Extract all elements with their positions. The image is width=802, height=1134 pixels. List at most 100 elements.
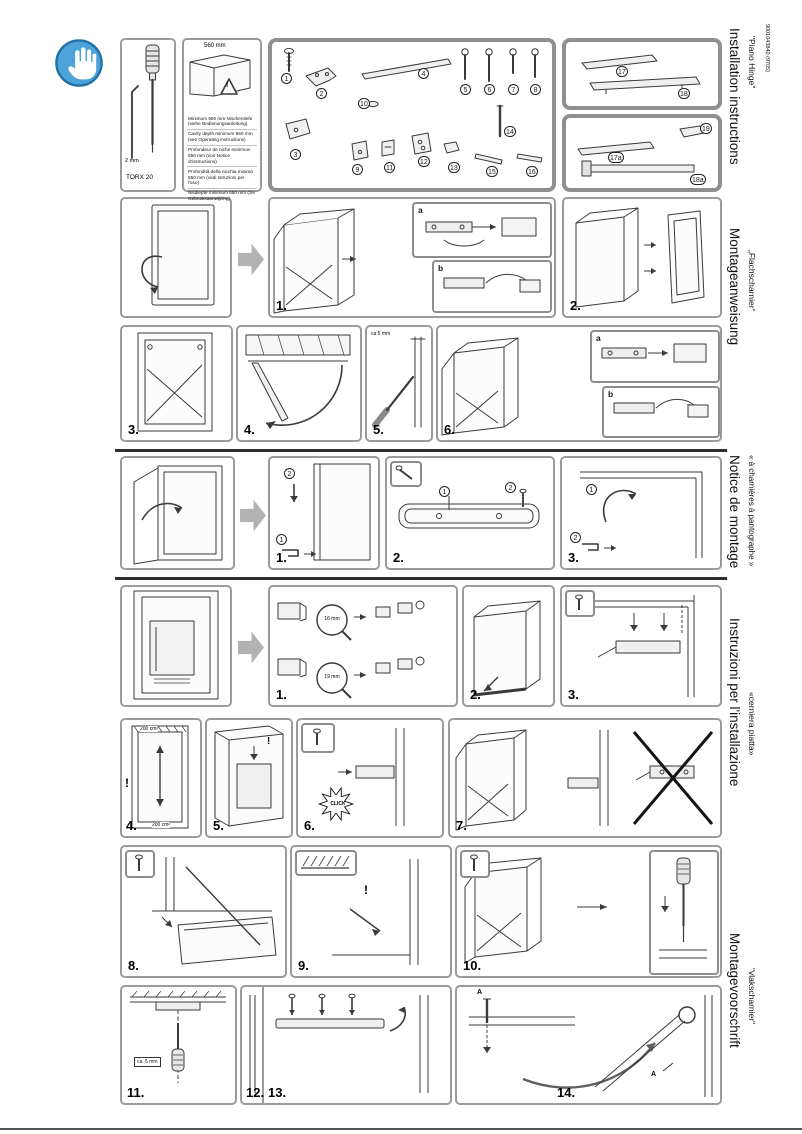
protective-gloves-badge (54, 38, 104, 88)
step-label: 2. (570, 298, 581, 313)
note-fr: Profondeur de niche minimum 550 mm (voir… (187, 144, 257, 167)
top-gap-drawing (130, 990, 226, 1083)
fridge-rail-drawing (473, 600, 541, 697)
part-number: 17a (608, 152, 624, 163)
hinge-screw-length-drawing (277, 600, 425, 699)
slide-in-drawing (214, 725, 284, 827)
inset-label-a: a (418, 205, 423, 215)
lang-title-en: Installation instructions (727, 28, 742, 165)
step-panel-1a: a b 1. (268, 197, 556, 318)
fridge-door-removed-drawing (575, 207, 705, 308)
step-label: 1. (276, 687, 287, 702)
parts-panel-3: 17a 19 18a (562, 114, 722, 192)
marker-number: 1 (439, 486, 450, 497)
document-code: 9001043840 (9705) (764, 24, 770, 73)
parts-drawing (284, 48, 543, 165)
part-number: 2 (316, 88, 327, 99)
screw-icon (575, 594, 583, 610)
screw-callout-inset (301, 723, 335, 753)
screw-icon (470, 854, 478, 871)
step-label: 3. (568, 550, 579, 565)
ventilation-drawing (131, 725, 189, 829)
step-panel-fr-2: 1 2 2. (385, 456, 555, 570)
step-label: 5. (213, 818, 224, 833)
lang-title-fr: Notice de montage (727, 455, 742, 569)
part-number: 1 (281, 73, 292, 84)
gap-dimension-label: ca 5 mm (371, 331, 391, 337)
trim-parts-drawing-2 (577, 125, 705, 177)
step-label: 10. (463, 958, 482, 973)
door-open-demo-panel (120, 456, 235, 570)
step-label: 11. (127, 1085, 145, 1100)
part-number: 8 (530, 84, 541, 95)
note-nl: Nisdiepte minimum 550 mm (zie Gebruiksaa… (187, 187, 257, 204)
bottom-hinge-drawing (152, 857, 277, 965)
step-label: 6. (444, 422, 455, 437)
step-label: 2. (393, 550, 404, 565)
step-label: 3. (128, 422, 139, 437)
glove-icon (55, 39, 103, 87)
step-panel-3: 3. (120, 325, 233, 442)
door-alignment-drawing (332, 859, 419, 965)
lang-subtitle-fr: « à charnières à pantographe » (747, 455, 756, 567)
part-number: 13 (448, 162, 460, 173)
point-label-A: A (477, 989, 483, 996)
part-number: 6 (484, 84, 495, 95)
step-panel-fr-1: 2 1 1. (268, 456, 380, 570)
hinge-detail-b2-drawing (613, 398, 709, 418)
screw-callout-inset (125, 850, 155, 878)
part-number: 3 (290, 149, 301, 160)
door-topview-drawing (398, 488, 540, 529)
lang-subtitle-it: «cerniera piatta» (747, 692, 757, 756)
note-it: Profondità della nicchia minima 550 mm (… (187, 166, 257, 188)
fridge-hinge-drawing (273, 208, 356, 314)
part-number: 14 (504, 126, 516, 137)
inset-label-b: b (438, 263, 444, 273)
part-number: 16 (526, 166, 538, 177)
panel-divider (262, 987, 264, 1103)
click-label: CLICK (330, 801, 346, 807)
step-panel-it-10: 10. (455, 845, 722, 978)
part-number: 7 (508, 84, 519, 95)
step-panel-5: ca 5 mm 5. (365, 325, 433, 442)
step-panel-it-3: 3. (560, 585, 722, 707)
step-label: 8. (128, 958, 139, 973)
warning-icon: ! (226, 82, 229, 89)
step-label: 12. (246, 1085, 265, 1100)
part-number: 11 (384, 162, 396, 173)
hinge-detail-inset-b: b (432, 260, 552, 313)
screwdriver-hexkey-drawing (131, 44, 160, 159)
marker-number: 2 (570, 532, 581, 543)
lang-title-de: Montageanweisung (727, 228, 742, 346)
lang-title-it: Instruzioni per l'installazione (727, 618, 742, 787)
step-panel-it-7: 7. (448, 718, 722, 838)
marker-number: 1 (586, 484, 597, 495)
part-number: 4 (418, 68, 429, 79)
trim-parts-drawing (581, 54, 701, 94)
step-panel-it-9: ! 9. (290, 845, 452, 978)
step-label: 14. (557, 1085, 576, 1100)
next-step-arrow-icon (238, 631, 264, 664)
inset-label-b: b (608, 389, 614, 399)
hinge-detail-a2-drawing (601, 343, 707, 363)
adjust-gap-drawing (372, 336, 426, 428)
trim-removal-drawing (282, 463, 371, 561)
step-label: 6. (304, 818, 315, 833)
lang-subtitle-de: „Flachscharnier“ (747, 250, 757, 312)
point-label-A: A (651, 1071, 657, 1078)
wrong-mounting-drawing (455, 729, 714, 831)
part-number: 15 (486, 166, 498, 177)
hinge-rods-drawing (137, 332, 213, 432)
click-latch-drawing (318, 728, 405, 826)
final-door-fit-drawing (469, 995, 713, 1097)
step-label: 4. (126, 818, 137, 833)
hinge-detail-a-drawing (425, 217, 537, 247)
hinge-plate-mount-drawing (586, 595, 695, 697)
parts-panel: 1 2 3 4 5 6 7 8 9 10 11 12 13 14 15 16 (268, 38, 556, 192)
hinge-detail-b-drawing (443, 273, 541, 293)
door-swing-drawing (141, 204, 215, 306)
next-step-arrow-icon (240, 499, 266, 532)
note-de: Minimum 550 mm Nischentiefe (siehe Bedie… (188, 115, 253, 127)
warning-icon: ! (267, 736, 271, 747)
